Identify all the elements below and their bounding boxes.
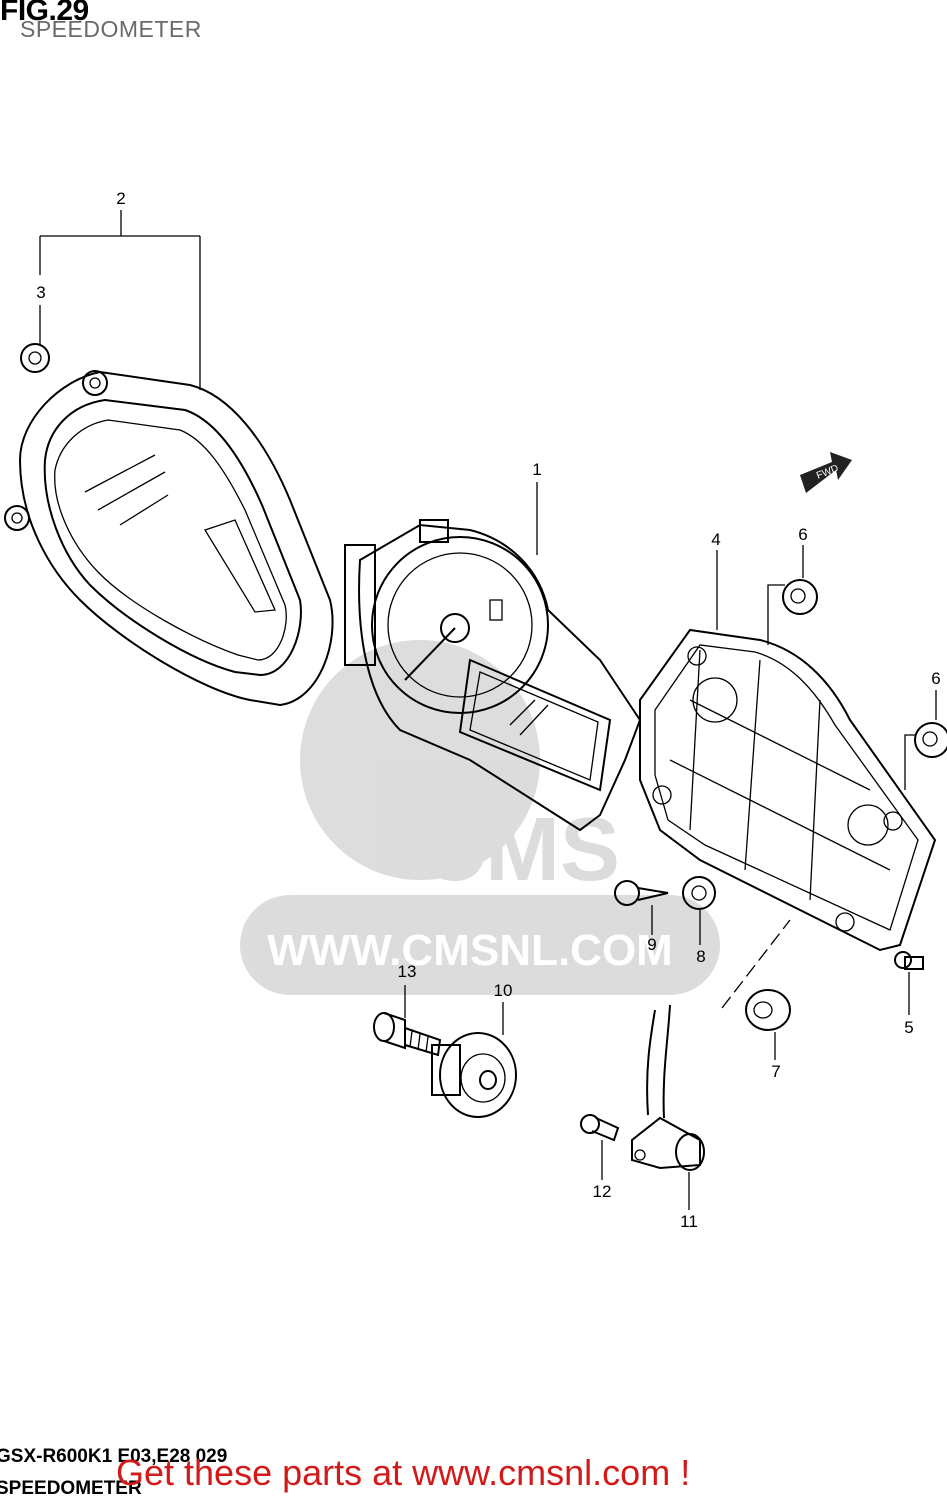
- callout-2: 2: [116, 189, 125, 208]
- watermark: CMS WWW.CMSNL.COM: [240, 640, 720, 995]
- footer-name: SPEEDOMETER: [0, 1478, 142, 1499]
- callout-1: 1: [532, 460, 541, 479]
- footer-cta-link[interactable]: Get these parts at www.cmsnl.com !: [116, 1452, 691, 1493]
- callout-9: 9: [647, 935, 656, 954]
- fwd-arrow-icon: FWD: [800, 452, 852, 493]
- watermark-emblem: [300, 640, 540, 880]
- watermark-banner: [240, 895, 720, 995]
- bolt-13: [373, 1012, 442, 1057]
- callout-6-upper: 6: [798, 525, 807, 544]
- screw-9: [614, 880, 669, 906]
- callout-11: 11: [680, 1212, 698, 1231]
- grommet-3: [20, 343, 50, 373]
- washer-8: [682, 876, 716, 910]
- watermark-brand: CMS: [420, 800, 620, 900]
- figure-label: FIG.29: [0, 0, 89, 27]
- meter-cover: [4, 343, 334, 707]
- watermark-url: WWW.CMSNL.COM: [267, 926, 673, 975]
- callout-12: 12: [593, 1182, 612, 1201]
- callout-6-right: 6: [931, 669, 940, 688]
- callout-4: 4: [711, 530, 720, 549]
- callout-5: 5: [904, 1018, 913, 1037]
- callout-7: 7: [771, 1062, 780, 1081]
- fwd-label: FWD: [815, 463, 840, 482]
- callout-8: 8: [696, 947, 705, 966]
- speedometer-assembly: [344, 519, 642, 832]
- gear-10: [431, 1032, 517, 1118]
- leader-lines: [39, 210, 937, 1210]
- callout-10: 10: [494, 981, 513, 1000]
- screw-12: [580, 1114, 620, 1142]
- screw-5: [894, 951, 924, 970]
- cap-7: [745, 989, 791, 1031]
- grommets-6: [782, 579, 947, 758]
- sensor-11: [631, 1004, 705, 1171]
- callout-3: 3: [36, 283, 45, 302]
- footer-code: GSX-R600K1 E03,E28 029: [0, 1446, 228, 1467]
- callouts: 1 2 3 4 5 6 6 7 8 9 10 11 12 13: [36, 189, 940, 1231]
- figure-title: SPEEDOMETER: [20, 16, 202, 42]
- callout-13: 13: [398, 962, 417, 981]
